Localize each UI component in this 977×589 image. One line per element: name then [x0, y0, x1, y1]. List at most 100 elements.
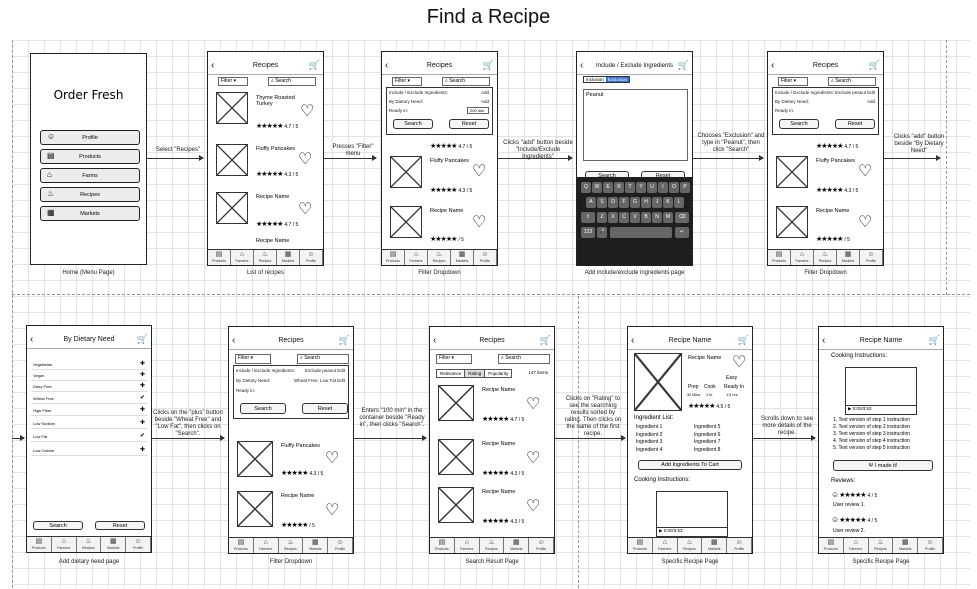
- key[interactable]: V: [630, 212, 640, 223]
- plus-icon[interactable]: ✚: [139, 383, 145, 389]
- key[interactable]: S: [597, 197, 607, 208]
- tab-recipes[interactable]: ♨Recipes: [279, 538, 304, 553]
- tab-profile[interactable]: ☺Profile: [300, 250, 323, 265]
- key[interactable]: H: [641, 197, 651, 208]
- numbers-key[interactable]: 123: [581, 227, 595, 238]
- heart-icon[interactable]: ♡: [858, 163, 873, 180]
- key[interactable]: N: [652, 212, 662, 223]
- tab-profile[interactable]: ☺Profile: [918, 538, 943, 553]
- menu-products-button[interactable]: ▤Products: [40, 149, 140, 164]
- plus-icon[interactable]: ✚: [139, 407, 145, 413]
- tab-profile[interactable]: ☺Profile: [474, 250, 497, 265]
- key[interactable]: B: [641, 212, 651, 223]
- recipe-name[interactable]: Recipe Name: [256, 238, 290, 244]
- mic-key[interactable]: 🎤: [597, 227, 607, 238]
- key[interactable]: D: [608, 197, 618, 208]
- heart-icon[interactable]: ♡: [298, 201, 313, 218]
- add-to-cart-button[interactable]: Add Ingredients To Cart: [638, 460, 742, 470]
- back-arrow-icon[interactable]: ‹: [771, 60, 775, 71]
- space-key[interactable]: [610, 227, 672, 238]
- heart-icon[interactable]: ♡: [526, 498, 541, 515]
- tab-products[interactable]: ▤Products: [208, 250, 231, 265]
- back-arrow-icon[interactable]: ‹: [580, 60, 584, 71]
- search-button[interactable]: Search: [393, 119, 433, 129]
- tab-products[interactable]: ▤Products: [430, 538, 455, 553]
- add-dietary-button[interactable]: Add: [866, 99, 875, 104]
- tab-markets[interactable]: ▦Markets: [504, 538, 530, 553]
- search-input[interactable]: ⌕ Search: [498, 354, 550, 364]
- tab-products[interactable]: ▤Products: [628, 538, 653, 553]
- recipe-name[interactable]: Thyme Roasted Turkey: [256, 95, 295, 107]
- key[interactable]: A: [586, 197, 596, 208]
- tab-farmers[interactable]: ⌂Farmers: [844, 538, 869, 553]
- recipe-name[interactable]: Recipe Name: [482, 489, 516, 495]
- tab-farmers[interactable]: ⌂Farmers: [455, 538, 480, 553]
- heart-icon[interactable]: ♡: [858, 214, 873, 231]
- video-player[interactable]: ▶ 0:00/3:53: [656, 491, 728, 537]
- search-button[interactable]: Search: [779, 119, 819, 129]
- cart-icon[interactable]: 🛒: [539, 335, 551, 345]
- filter-dropdown[interactable]: Filter ▾: [778, 77, 808, 86]
- key[interactable]: L: [674, 197, 684, 208]
- search-button[interactable]: Search: [240, 403, 286, 414]
- recipe-name[interactable]: Fluffy Pancakes: [430, 158, 470, 164]
- check-icon[interactable]: ✔: [139, 433, 145, 439]
- search-input[interactable]: ⌕ Search: [828, 77, 876, 86]
- tab-profile[interactable]: ☺Profile: [727, 538, 752, 553]
- key[interactable]: G: [630, 197, 640, 208]
- key[interactable]: T: [625, 182, 635, 193]
- backspace-key[interactable]: ⌫: [675, 212, 689, 223]
- return-key[interactable]: ↵: [675, 227, 689, 238]
- recipe-name[interactable]: Recipe Name: [482, 387, 516, 393]
- menu-profile-button[interactable]: ☺Profile: [40, 130, 140, 145]
- heart-icon[interactable]: ♡: [325, 450, 340, 467]
- key[interactable]: F: [619, 197, 629, 208]
- sort-rating-tab[interactable]: Rating: [464, 370, 486, 377]
- tab-markets[interactable]: ▦Markets: [451, 250, 474, 265]
- menu-recipes-button[interactable]: ♨Recipes: [40, 187, 140, 202]
- tab-recipes[interactable]: ♨Recipes: [480, 538, 505, 553]
- sort-popularity-tab[interactable]: Popularity: [488, 371, 509, 376]
- tab-farmers[interactable]: ⌂Farmers: [254, 538, 279, 553]
- video-player[interactable]: ▶ 0:00/3:53: [845, 367, 917, 415]
- key[interactable]: U: [647, 182, 657, 193]
- tab-products[interactable]: ▤Products: [768, 250, 791, 265]
- key[interactable]: J: [652, 197, 662, 208]
- add-include-button[interactable]: Add: [480, 90, 489, 95]
- video-controls[interactable]: ▶ 0:00/3:53: [657, 527, 727, 536]
- cart-icon[interactable]: 🛒: [338, 335, 350, 345]
- heart-icon[interactable]: ♡: [300, 103, 315, 120]
- filter-dropdown[interactable]: Filter ▾: [218, 77, 248, 86]
- cart-icon[interactable]: 🛒: [737, 335, 749, 345]
- filter-dropdown[interactable]: Filter ▾: [392, 77, 422, 86]
- recipe-name[interactable]: Fluffy Pancakes: [256, 146, 296, 152]
- key[interactable]: M: [663, 212, 673, 223]
- tab-recipes[interactable]: ♨Recipes: [869, 538, 894, 553]
- key[interactable]: Q: [581, 182, 591, 193]
- search-input[interactable]: ⌕ Search: [268, 77, 316, 86]
- heart-icon[interactable]: ♡: [298, 151, 313, 168]
- inclusion-option[interactable]: Inclusion: [586, 77, 604, 82]
- search-input[interactable]: ⌕ Search: [442, 77, 490, 86]
- back-arrow-icon[interactable]: ‹: [232, 335, 236, 346]
- back-arrow-icon[interactable]: ‹: [631, 335, 635, 346]
- tab-farmers[interactable]: ⌂Farmers: [405, 250, 428, 265]
- cart-icon[interactable]: 🛒: [868, 60, 880, 70]
- tab-markets[interactable]: ▦Markets: [893, 538, 919, 553]
- add-dietary-button[interactable]: Add: [480, 99, 489, 104]
- recipe-name[interactable]: Recipe Name: [482, 441, 516, 447]
- recipe-name[interactable]: Recipe Name: [256, 194, 290, 200]
- shift-key[interactable]: ⇧: [581, 212, 595, 223]
- key[interactable]: C: [619, 212, 629, 223]
- tab-farmers[interactable]: ⌂Farmers: [52, 537, 77, 552]
- recipe-name[interactable]: Recipe Name: [816, 208, 850, 214]
- reset-button[interactable]: Reset: [449, 119, 489, 129]
- key[interactable]: P: [680, 182, 690, 193]
- recipe-name[interactable]: Fluffy Pancakes: [281, 443, 321, 449]
- tab-recipes[interactable]: ♨Recipes: [428, 250, 451, 265]
- plus-icon[interactable]: ✚: [139, 447, 145, 453]
- back-arrow-icon[interactable]: ‹: [30, 334, 34, 345]
- reset-button[interactable]: Reset: [835, 119, 875, 129]
- recipe-name[interactable]: Fluffy Pancakes: [816, 158, 856, 164]
- tab-recipes[interactable]: ♨Recipes: [77, 537, 102, 552]
